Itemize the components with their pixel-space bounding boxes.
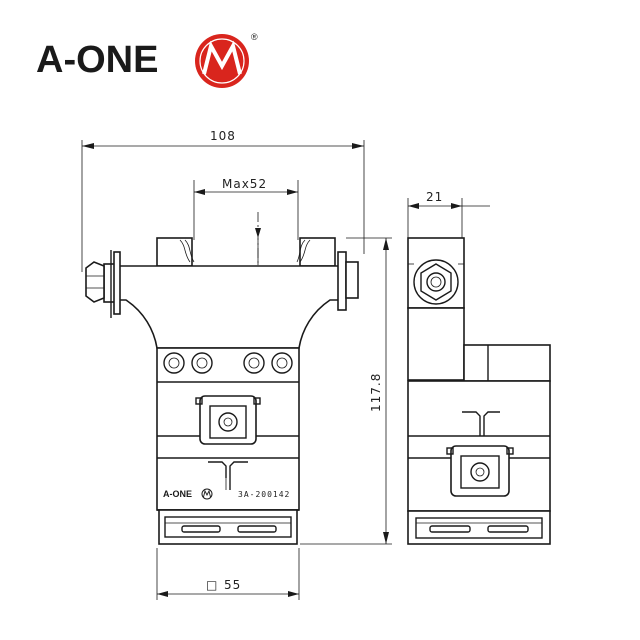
part-label: A-ONE 3A-200142	[163, 488, 290, 500]
brand-header: A-ONE ®	[36, 32, 258, 88]
dimension-base-square: □ 55	[156, 548, 300, 600]
front-view: 108 Max52 10	[81, 129, 392, 600]
dimension-label-55: 55	[224, 578, 241, 592]
right-clamp-plate	[337, 251, 359, 311]
dimension-label-117-8: 117.8	[369, 373, 383, 412]
side-clamp-block	[446, 445, 514, 497]
vise-jaws	[156, 237, 336, 267]
part-number: 3A-200142	[238, 490, 290, 499]
center-slot	[208, 461, 248, 490]
side-jaw-block	[407, 237, 465, 309]
dimension-overall-height: 117.8	[300, 237, 392, 545]
side-slot	[462, 411, 500, 436]
base-plate	[158, 509, 298, 545]
vise-upper-body	[113, 265, 346, 349]
dimension-label-max52: Max52	[222, 177, 267, 191]
dimension-side-width: 21	[407, 190, 490, 248]
square-symbol: □	[206, 578, 218, 592]
part-label-logo-icon	[201, 488, 213, 500]
dimension-label-108: 108	[210, 129, 236, 143]
side-main-body	[407, 307, 465, 381]
center-clamp-block	[195, 395, 261, 445]
side-clamp-extension	[463, 344, 551, 382]
side-base-plate	[407, 510, 551, 545]
brand-name: A-ONE	[36, 39, 158, 81]
dimension-label-21: 21	[426, 190, 443, 204]
side-view: 21	[407, 190, 551, 545]
dimension-max-opening: Max52	[193, 177, 299, 240]
bolt-heads	[163, 352, 293, 374]
registered-mark: ®	[251, 32, 258, 42]
brand-logo-icon	[195, 34, 249, 88]
left-adjusting-screw	[85, 250, 121, 318]
part-label-brand: A-ONE	[163, 489, 192, 499]
dimension-overall-width: 108	[81, 129, 365, 272]
